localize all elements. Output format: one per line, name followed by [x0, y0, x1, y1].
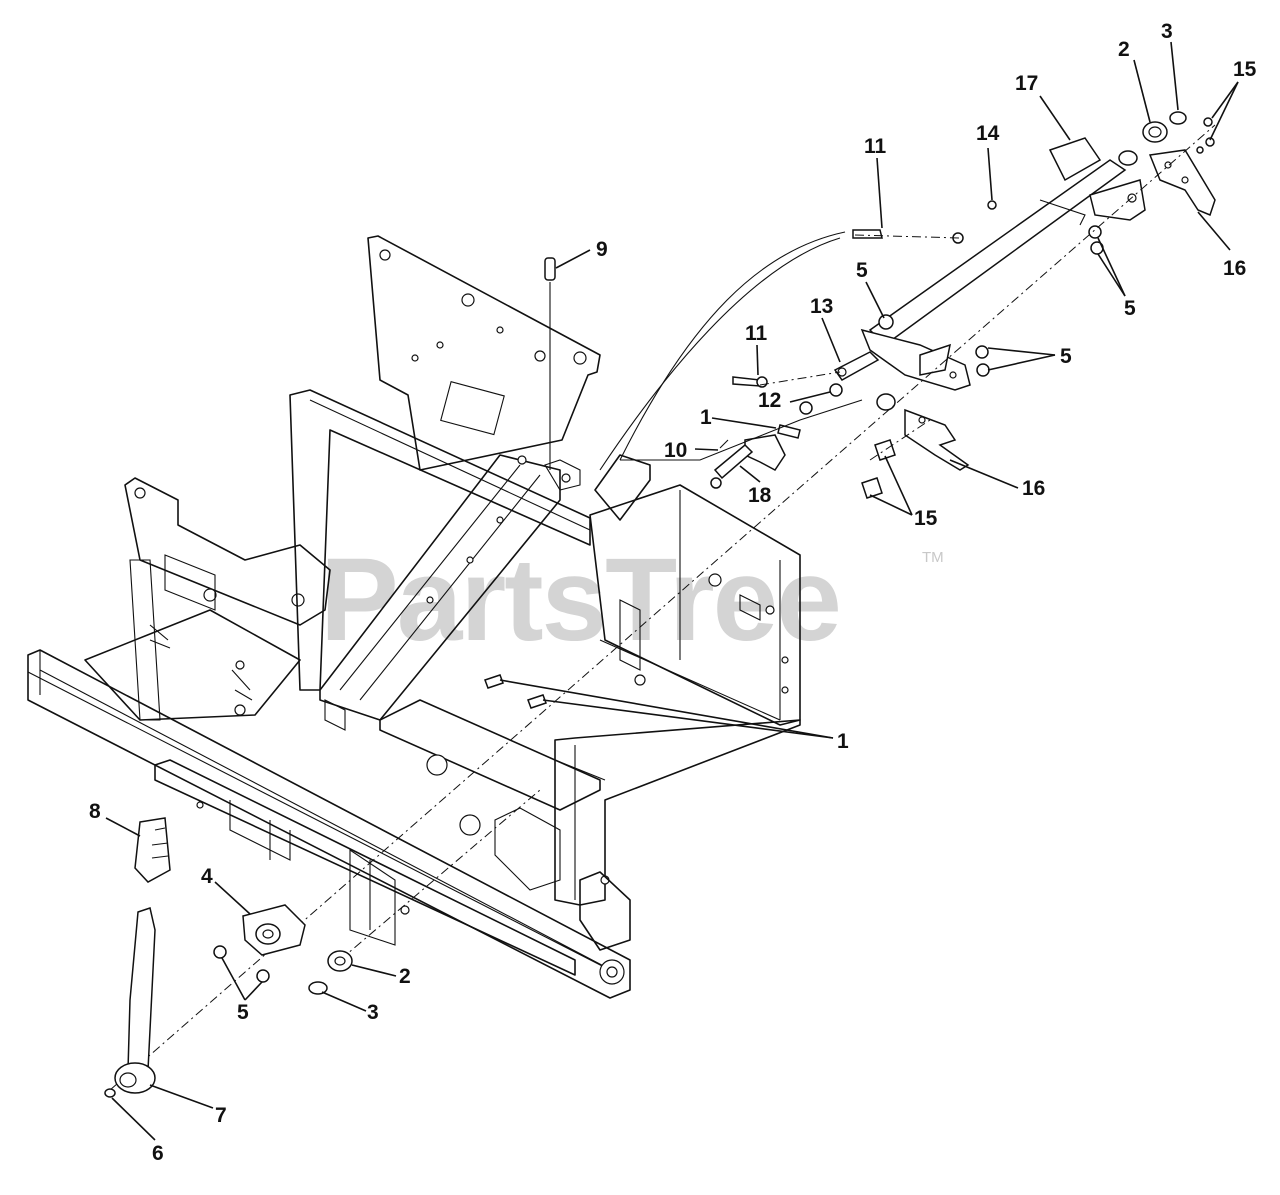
clip-6 [104, 1088, 116, 1098]
control-shaft-assembly [544, 111, 1216, 499]
callout-11-middle: 11 [745, 322, 768, 345]
callout-18: 18 [748, 484, 772, 507]
callout-4: 4 [201, 865, 213, 888]
callout-1-lower: 1 [837, 730, 849, 753]
plate-16-lower [904, 408, 970, 471]
callout-15-top: 15 [1233, 58, 1257, 81]
callout-14: 14 [976, 122, 1000, 145]
callout-3-lower: 3 [367, 1001, 379, 1024]
callout-1-upper: 1 [700, 406, 712, 429]
callout-3-top: 3 [1161, 20, 1173, 43]
callout-16-upper: 16 [1223, 257, 1246, 280]
callout-5-lower: 5 [237, 1001, 249, 1024]
shaft-bracket-17 [1048, 137, 1102, 182]
assembly-centerlines [109, 124, 1216, 1091]
nut-5-middle [878, 314, 894, 330]
tractor-frame [27, 235, 801, 999]
callout-10: 10 [664, 439, 687, 462]
callout-5-upper-right: 5 [1124, 297, 1136, 320]
callout-11-top: 11 [864, 135, 887, 158]
watermark: PartsTree TM [320, 534, 944, 666]
callout-labels: 15 3 2 17 14 11 16 5 5 5 13 11 12 1 10 1… [89, 20, 1257, 1165]
callout-16-lower: 16 [1022, 477, 1045, 500]
callout-12: 12 [758, 389, 781, 412]
callout-2-lower: 2 [399, 965, 411, 988]
lower-left-parts [104, 674, 547, 1098]
callout-9: 9 [596, 238, 608, 261]
callout-8: 8 [89, 800, 101, 823]
callout-7: 7 [215, 1104, 227, 1127]
callout-2-top: 2 [1118, 38, 1130, 61]
pedal-pad-8 [134, 817, 171, 883]
watermark-tm: TM [922, 549, 944, 566]
callout-5-right: 5 [1060, 345, 1072, 368]
callout-6: 6 [152, 1142, 164, 1165]
callout-5-middle: 5 [856, 259, 868, 282]
pin-9 [544, 257, 556, 281]
lever-arm-7 [127, 907, 156, 1076]
leader-lines [105, 41, 1239, 1141]
callout-13: 13 [810, 295, 833, 318]
washer-12 [829, 383, 843, 397]
watermark-text: PartsTree [320, 534, 840, 666]
clip-3-lower [308, 981, 328, 995]
callout-17: 17 [1015, 72, 1038, 95]
clip-3-upper [1169, 111, 1187, 125]
callout-15-lower: 15 [914, 507, 938, 530]
